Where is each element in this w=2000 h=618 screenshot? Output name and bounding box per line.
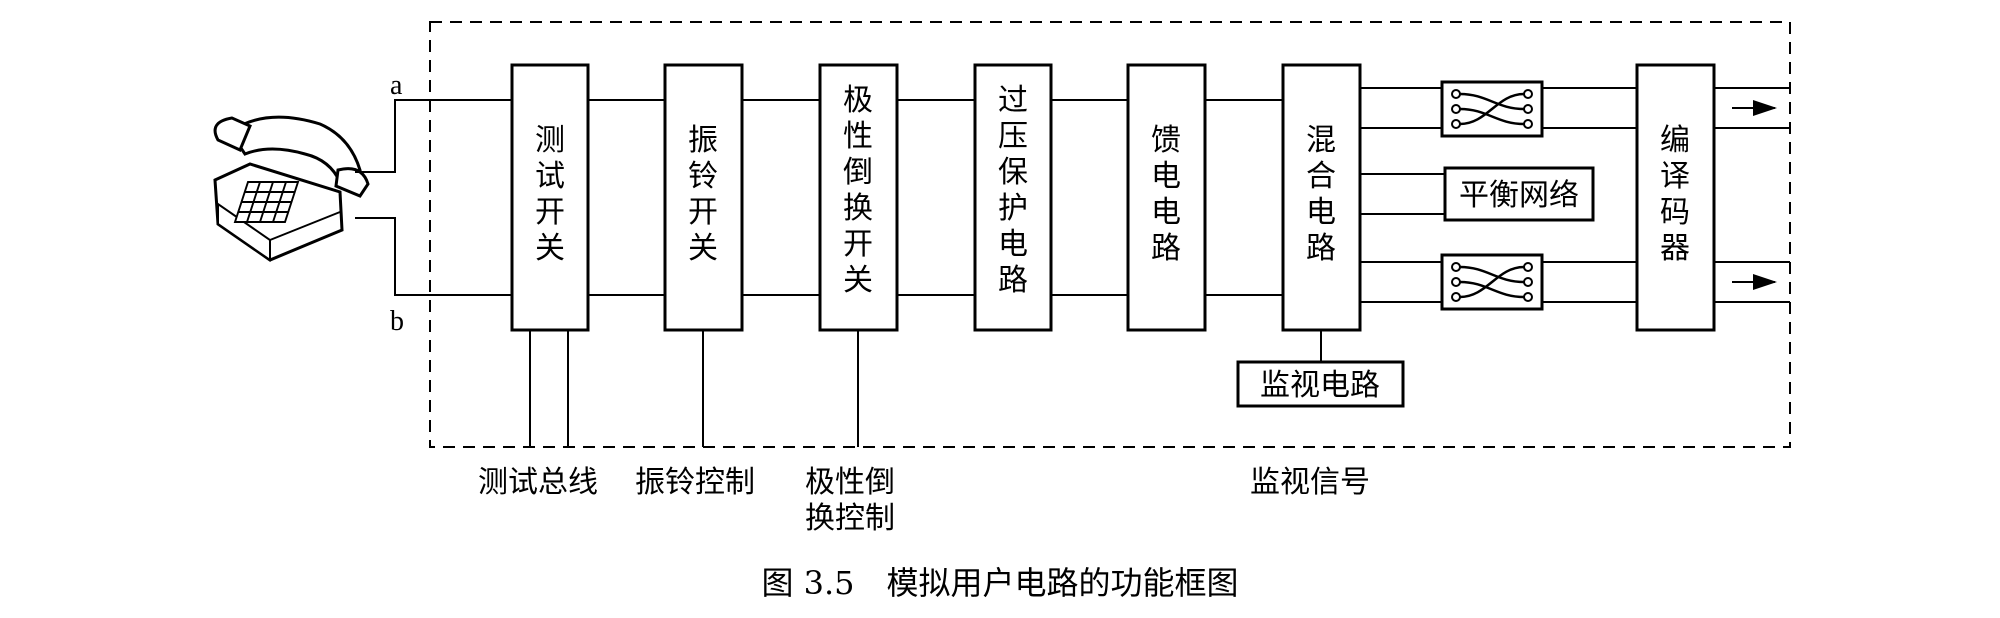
test-bus-label: 测试总线 <box>478 465 598 500</box>
hybrid-to-filter1 <box>1360 87 1442 129</box>
supervision-label: 监视电路 <box>1260 368 1380 403</box>
wire-a-phone <box>355 99 430 173</box>
ring-switch-label: 振铃开关 <box>688 123 718 266</box>
test-bus-line <box>529 330 569 447</box>
wire-b-phone <box>355 217 430 296</box>
hybrid-label: 混合电路 <box>1306 123 1336 266</box>
terminal-a-label: a <box>390 70 403 101</box>
ring-switch-block: 振铃开关 <box>663 63 744 332</box>
codec-output-1 <box>1714 87 1790 129</box>
supervision-signal-label: 监视信号 <box>1250 465 1370 500</box>
filter2-to-codec <box>1542 261 1637 303</box>
ring-control-label: 振铃控制 <box>635 465 755 500</box>
hybrid-to-balance <box>1360 173 1445 215</box>
test-switch-block: 测试开关 <box>510 63 590 332</box>
telephone-icon <box>213 115 370 262</box>
balance-network-block: 平衡网络 <box>1443 166 1595 222</box>
polarity-switch-block: 极性倒换开关 <box>818 63 899 332</box>
filter-icon <box>1440 80 1544 138</box>
codec-output-2 <box>1714 261 1790 303</box>
codec-label: 编译码器 <box>1660 123 1690 266</box>
test-switch-label: 测试开关 <box>535 123 565 266</box>
terminal-b-label: b <box>390 306 404 337</box>
feed-circuit-label: 馈电电路 <box>1151 123 1181 266</box>
figure-caption: 图 3.5 模拟用户电路的功能框图 <box>761 564 1238 602</box>
codec-block: 编译码器 <box>1635 63 1716 332</box>
filter-icon <box>1440 253 1544 311</box>
polarity-switch-label: 极性倒换开关 <box>843 83 873 298</box>
hybrid-to-filter2 <box>1360 261 1442 303</box>
polarity-control-label-1: 极性倒 <box>805 465 895 500</box>
polarity-control-label-2: 换控制 <box>805 501 895 536</box>
filter1-to-codec <box>1542 87 1637 129</box>
circuit-boundary <box>429 21 1791 448</box>
supervision-block: 监视电路 <box>1236 360 1405 408</box>
balance-network-label: 平衡网络 <box>1459 178 1579 213</box>
overvoltage-block: 过压保护电路 <box>973 63 1053 332</box>
feed-circuit-block: 馈电电路 <box>1126 63 1207 332</box>
hybrid-block: 混合电路 <box>1281 63 1362 332</box>
overvoltage-label: 过压保护电路 <box>998 83 1028 298</box>
